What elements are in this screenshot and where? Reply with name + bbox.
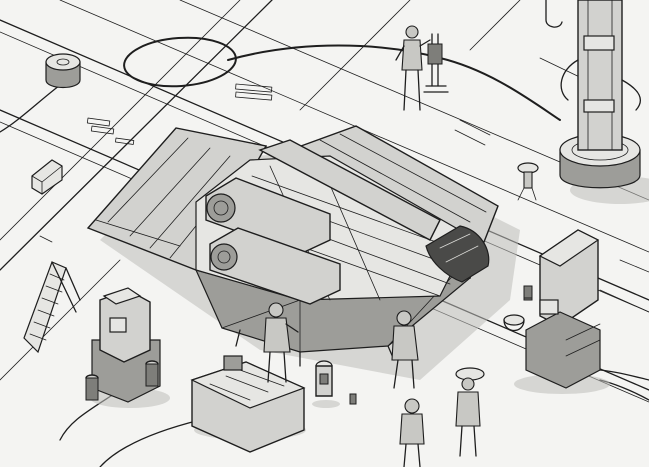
crew-member-center — [391, 310, 419, 389]
floor-ring-marking — [123, 36, 237, 88]
weapon-rack — [423, 33, 449, 93]
crew-member-right — [455, 367, 485, 457]
tower-droid — [517, 162, 539, 201]
boarding-ladder — [23, 261, 81, 354]
crew-member-top — [395, 25, 431, 111]
astromech-droid — [312, 360, 340, 408]
floor-drum-unit — [45, 53, 81, 89]
cockpit-canopy — [425, 225, 490, 283]
service-cart — [31, 159, 63, 195]
crew-member-front — [399, 398, 425, 467]
floor-canisters — [349, 285, 533, 405]
generator-unit — [85, 287, 170, 408]
equipment-stack — [503, 229, 610, 394]
control-console — [190, 355, 306, 453]
fuel-tower — [545, 0, 649, 204]
starship — [86, 125, 499, 367]
crew-member-console — [263, 302, 299, 383]
